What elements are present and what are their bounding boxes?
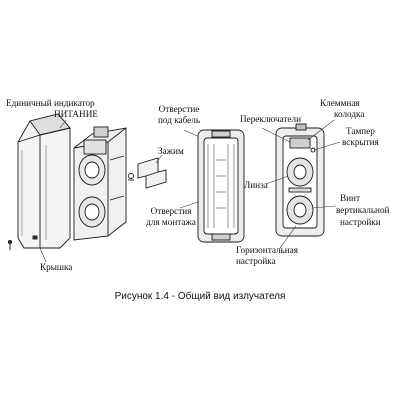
leader-cover <box>39 247 47 263</box>
leader-screw <box>311 205 337 209</box>
label-hadj-line2: настройка <box>236 256 276 266</box>
label-indicator-line1: Единичный индикатор <box>6 98 95 108</box>
label-terminal-line2: колодка <box>334 109 365 119</box>
label-screw-line3: настройки <box>340 217 381 227</box>
label-hadj-line1: Горизонтальная <box>236 245 298 255</box>
leader-hadj <box>279 225 297 249</box>
label-cable-hole-line2: под кабель <box>157 115 201 125</box>
cover-illustration <box>7 113 71 250</box>
label-lens: Линза <box>244 180 268 190</box>
label-clamp: Зажим <box>158 146 184 156</box>
leader-lens <box>265 175 289 185</box>
label-cable-hole-line1: Отверстие <box>158 104 200 114</box>
label-cover: Крышка <box>40 262 73 272</box>
label-switches: Переключатели <box>240 114 302 124</box>
base-illustration <box>73 126 134 241</box>
transmitter-illustration <box>275 123 325 237</box>
leader-tamper <box>313 141 341 151</box>
leader-clamp <box>155 154 163 164</box>
label-terminal-line1: Клеммная <box>320 98 360 108</box>
clamp-illustration <box>137 157 167 189</box>
label-tamper-line1: Тампер <box>346 126 375 136</box>
label-mount-holes-line1: Отверстия <box>150 206 192 216</box>
leader-indicator <box>59 119 67 129</box>
label-mount-holes-line2: для монтажа <box>146 217 196 227</box>
label-tamper-line2: вскрытия <box>342 137 379 147</box>
backplate-illustration <box>197 129 245 243</box>
label-indicator-line2: ПИТАНИЕ <box>54 109 98 119</box>
figure-caption: Рисунок 1.4 - Общий вид излучателя <box>114 291 286 302</box>
label-screw-line1: Винт <box>340 193 360 203</box>
label-screw-line2: вертикальной <box>336 205 390 215</box>
leader-switches <box>261 127 291 143</box>
leader-terminal <box>307 119 335 141</box>
